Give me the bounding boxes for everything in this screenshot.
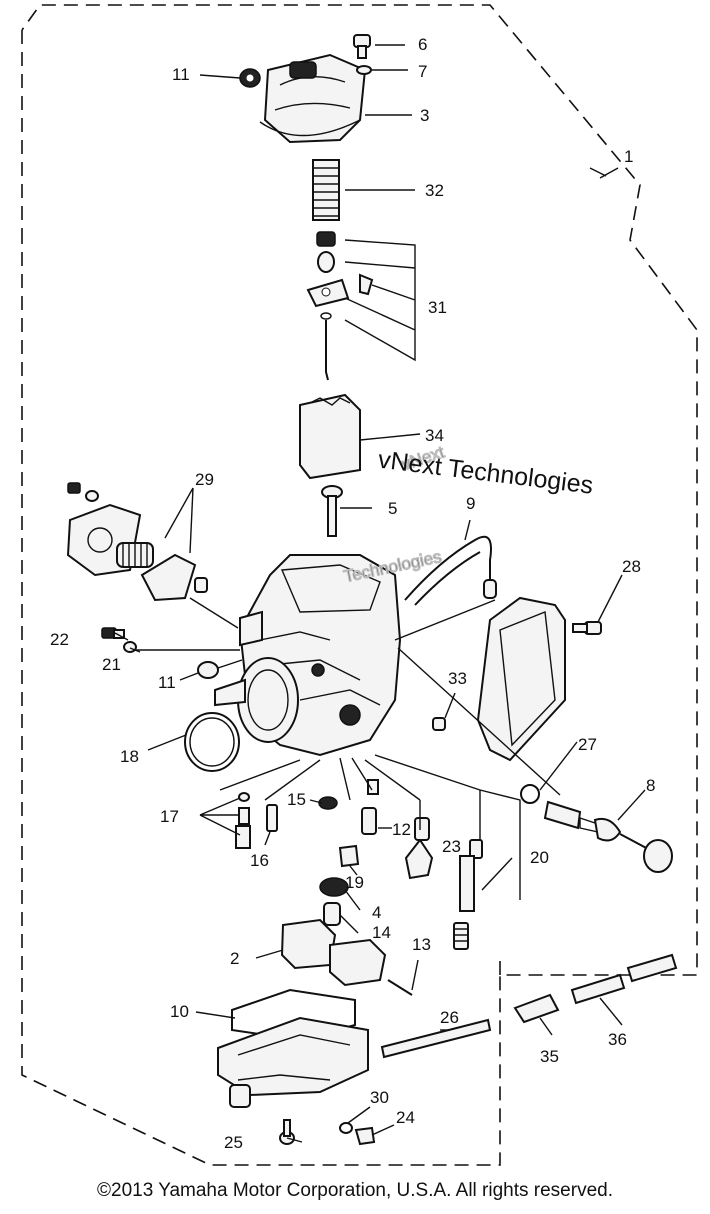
hose-26-part: [380, 1018, 492, 1059]
label-23: 23: [442, 837, 461, 856]
label-3: 3: [420, 106, 429, 125]
carburetor-exploded-diagram: vNext Technologies vNext Technologies 1 …: [21, 4, 698, 1166]
pin-13-part: [387, 979, 413, 996]
screw-6-part: [353, 34, 371, 59]
needle-assembly-31-part: [306, 231, 374, 381]
jet-16-part: [266, 804, 278, 832]
hose-36-part-b: [626, 953, 678, 983]
bolt-5-part: [321, 485, 343, 537]
hose-9-part-b: [414, 551, 481, 606]
screw-25-part: [279, 1119, 295, 1145]
label-28: 28: [622, 557, 641, 576]
jet-leaders: [219, 754, 521, 900]
nut-11-side-part: [197, 661, 219, 679]
label-7: 7: [418, 62, 427, 81]
leader-lines: [114, 44, 646, 1143]
hose-36-part: [570, 973, 626, 1005]
o-ring-18-inner: [189, 717, 235, 767]
label-32: 32: [425, 181, 444, 200]
slide-34-part: [299, 393, 361, 480]
plug-24-part: [354, 1126, 376, 1146]
label-12: 12: [392, 820, 411, 839]
nut-11-top-part: [239, 68, 261, 88]
spring-32-part: [312, 159, 340, 221]
screw-33-part: [432, 717, 446, 731]
hose-9-end: [483, 579, 497, 599]
diaphragm-cover-29-part: [66, 482, 208, 602]
o-ring-30-part: [339, 1122, 353, 1134]
fitting-35-part: [513, 993, 560, 1024]
label-11-top: 11: [172, 65, 190, 84]
label-16: 16: [250, 851, 269, 870]
label-9: 9: [466, 494, 475, 513]
label-2: 2: [230, 949, 239, 968]
gasket-10-part: [231, 988, 356, 1042]
carburetor-body-part: [214, 554, 402, 757]
label-34: 34: [425, 426, 444, 445]
label-15: 15: [287, 790, 306, 809]
jet-12-part: [361, 779, 379, 835]
label-8: 8: [646, 776, 655, 795]
label-18: 18: [120, 747, 139, 766]
leader-29: [164, 487, 194, 554]
washer-21-part: [123, 641, 137, 653]
label-20: 20: [530, 848, 549, 867]
label-35: 35: [540, 1047, 559, 1066]
watermark-text: vNext Technologies: [377, 446, 595, 500]
top-cap-part: [259, 53, 367, 144]
label-25: 25: [224, 1133, 243, 1152]
leader-17: [199, 797, 241, 836]
o-ring-18-part: [184, 712, 240, 772]
float-seat-4-part: [319, 877, 349, 897]
needle-valve-23-part: [404, 817, 434, 880]
label-33: 33: [448, 669, 467, 688]
jet-19-part: [338, 844, 360, 868]
nozzle-20-part: [453, 839, 483, 950]
copyright-notice: ©2013 Yamaha Motor Corporation, U.S.A. A…: [97, 1180, 613, 1201]
label-22: 22: [50, 630, 69, 649]
hose-9-part: [404, 535, 492, 601]
floats-2-part: [280, 918, 387, 987]
label-24: 24: [396, 1108, 415, 1127]
label-17: 17: [160, 807, 179, 826]
screw-28-part: [572, 621, 602, 635]
o-ring-27-part: [520, 784, 540, 804]
jet-14-part: [323, 902, 341, 926]
float-bowl-part: [217, 1016, 369, 1108]
label-30: 30: [370, 1088, 389, 1107]
jets-17-part: [235, 792, 251, 849]
label-11-side: 11: [158, 673, 176, 692]
watermark: vNext Technologies vNext Technologies: [341, 442, 595, 587]
label-13: 13: [412, 935, 431, 954]
label-4: 4: [372, 903, 381, 922]
assembly-boundary-main: [21, 4, 698, 1166]
label-10: 10: [170, 1002, 189, 1021]
label-19: 19: [345, 873, 364, 892]
label-1: 1: [624, 147, 633, 166]
bracket-31: [344, 239, 416, 362]
label-36: 36: [608, 1030, 627, 1049]
label-29: 29: [195, 470, 214, 489]
washer-7-part: [356, 65, 372, 75]
label-27: 27: [578, 735, 597, 754]
label-14: 14: [372, 923, 391, 942]
label-6: 6: [418, 35, 427, 54]
label-5: 5: [388, 499, 397, 518]
label-31: 31: [428, 298, 447, 317]
body-connection-lines: [135, 597, 561, 796]
part-labels: 1 2 3 4 5 6 7 8 9 10 11 11 12 13 14 15 1…: [50, 35, 655, 1152]
plug-15-part: [318, 796, 338, 810]
label-26: 26: [440, 1008, 459, 1027]
leader-1: [589, 167, 619, 179]
side-cover-part: [476, 596, 566, 762]
adjuster-8-part: [543, 800, 673, 873]
label-21: 21: [102, 655, 121, 674]
